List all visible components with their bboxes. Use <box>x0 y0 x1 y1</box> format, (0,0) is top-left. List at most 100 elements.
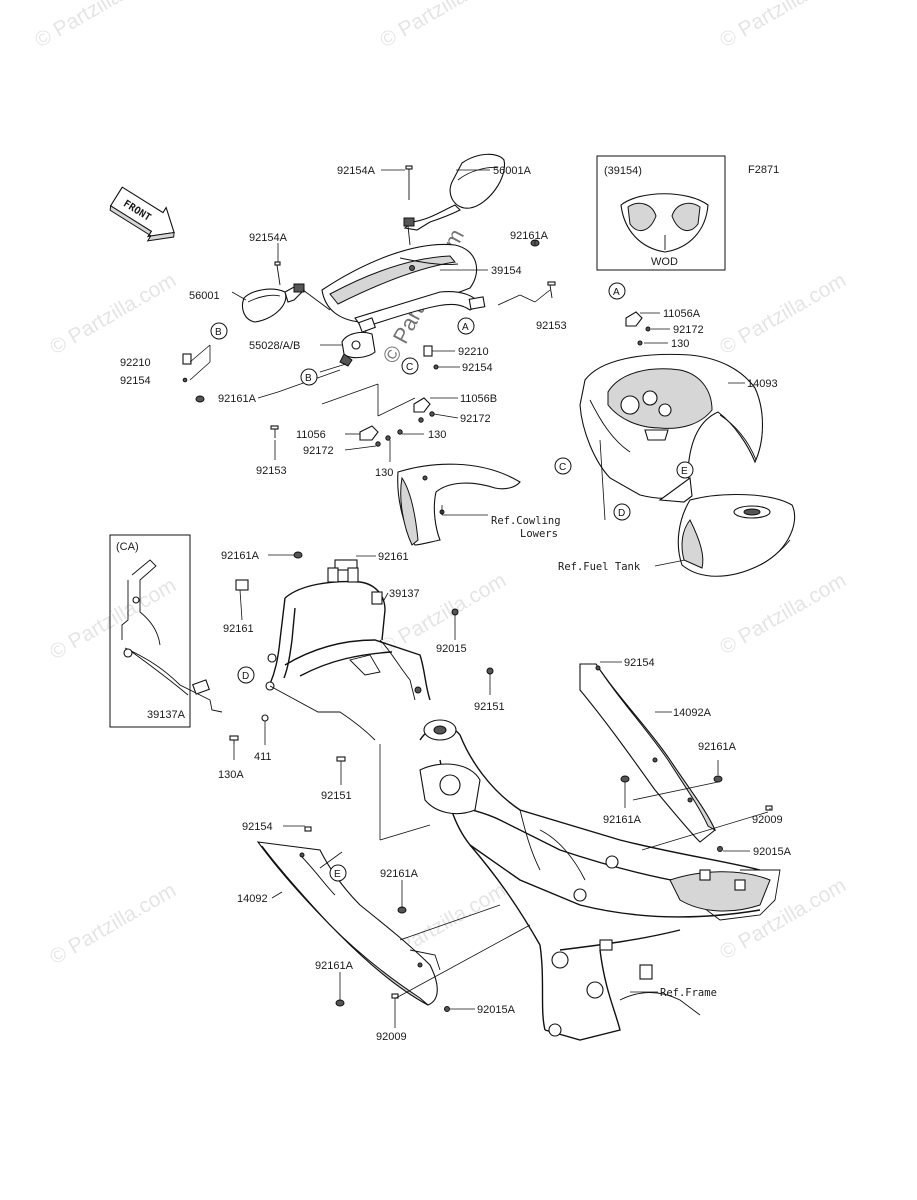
label-92015A-r: 92015A <box>753 846 792 858</box>
label-130-a: 130 <box>671 338 689 350</box>
side-cowl-14092A <box>579 663 717 843</box>
label-92154-left: 92154 <box>120 375 151 387</box>
callout-c-mid: C <box>401 357 419 375</box>
label-92210-mid: 92210 <box>458 346 489 358</box>
label-11056B: 11056B <box>460 393 497 405</box>
ca-box-part: 39137A <box>147 709 186 721</box>
svg-text:B: B <box>215 327 222 338</box>
label-130-c: 130 <box>375 467 393 479</box>
inner-cowl-14093 <box>579 353 763 521</box>
watermark: © Partzilla.com <box>376 0 510 52</box>
part-labels: 92154A 56001A 92154A 92161A 39154 56001 … <box>120 165 792 1043</box>
bracket-55028 <box>339 331 376 367</box>
cowling-lowers-ref <box>397 463 521 546</box>
upper-cowl-39154 <box>321 243 486 346</box>
svg-text:C: C <box>559 462 566 473</box>
label-92161A-r2: 92161A <box>603 814 642 826</box>
label-92154-b: 92154 <box>242 821 273 833</box>
label-14093: 14093 <box>747 378 778 390</box>
callout-a-cowl: A <box>457 317 475 335</box>
svg-text:E: E <box>334 869 341 880</box>
callout-b-top: B <box>210 322 228 340</box>
watermark: © Partzilla.com <box>716 269 850 360</box>
label-92161A-b2: 92161A <box>315 960 354 972</box>
watermark: © Partzilla.com <box>46 879 180 970</box>
label-92009-r: 92009 <box>752 814 783 826</box>
ca-box: (CA) 39137A <box>109 534 223 728</box>
ca-box-code: (CA) <box>116 541 139 553</box>
label-92172-b: 92172 <box>460 413 491 425</box>
ref-fuel-tank: Ref.Fuel Tank <box>558 561 641 573</box>
label-92161A-top: 92161A <box>510 230 549 242</box>
svg-text:B: B <box>305 373 312 384</box>
callout-e-right: E <box>676 461 694 479</box>
main-frame-ref <box>379 719 781 1041</box>
label-92154-mid: 92154 <box>462 362 493 374</box>
variant-note: WOD <box>651 256 678 268</box>
label-92161A-left: 92161A <box>218 393 257 405</box>
label-11056: 11056 <box>296 429 326 441</box>
label-14092A: 14092A <box>673 707 712 719</box>
label-92161: 92161 <box>378 551 409 563</box>
label-130-b: 130 <box>428 429 446 441</box>
subframe-39137 <box>235 559 431 741</box>
label-14092: 14092 <box>237 893 268 905</box>
watermark: © Partzilla.com <box>716 0 850 52</box>
variant-box-39154: (39154) WOD <box>596 155 726 271</box>
label-55028: 55028/A/B <box>249 340 300 352</box>
watermark: © Partzilla.com <box>31 0 165 52</box>
label-92161A-r1: 92161A <box>698 741 737 753</box>
label-92161A-b1: 92161A <box>380 868 419 880</box>
label-92015A-b: 92015A <box>477 1004 516 1016</box>
label-92210-left: 92210 <box>120 357 151 369</box>
callout-c-right: C <box>554 457 572 475</box>
svg-text:C: C <box>406 362 413 373</box>
label-92161-left: 92161 <box>223 623 254 635</box>
callout-d-frame: D <box>237 666 255 684</box>
label-39154: 39154 <box>491 265 522 277</box>
mirror-56001A <box>403 153 506 246</box>
svg-text:D: D <box>242 671 249 682</box>
label-92172-a: 92172 <box>673 324 704 336</box>
bracket-11056A <box>625 311 651 346</box>
callout-a-right: A <box>608 282 626 300</box>
mirror-56001 <box>241 283 331 323</box>
callout-circles: A A B B C C D D E E <box>210 282 694 882</box>
callout-d-right: D <box>613 503 631 521</box>
watermark: © Partzilla.com <box>46 574 180 665</box>
fastener-130-top <box>397 429 403 435</box>
label-130A: 130A <box>218 769 244 781</box>
ref-cowling-line2: Lowers <box>520 528 558 540</box>
label-92154-r: 92154 <box>624 657 655 669</box>
label-92151-right: 92151 <box>474 701 505 713</box>
label-92009-b: 92009 <box>376 1031 407 1043</box>
label-92161A-frame: 92161A <box>221 550 260 562</box>
side-cowl-14092 <box>256 841 441 1006</box>
label-411: 411 <box>254 751 272 763</box>
label-92153-left: 92153 <box>256 465 287 477</box>
label-92151-bottom: 92151 <box>321 790 352 802</box>
variant-code: (39154) <box>604 165 642 177</box>
label-56001: 56001 <box>189 290 220 302</box>
label-92172-c: 92172 <box>303 445 334 457</box>
svg-text:E: E <box>681 466 688 477</box>
label-92153-right: 92153 <box>536 320 567 332</box>
svg-text:D: D <box>618 508 625 519</box>
label-56001A: 56001A <box>493 165 532 177</box>
watermark: © Partzilla.com <box>716 569 850 660</box>
label-39137: 39137 <box>389 588 420 600</box>
ref-cowling-line1: Ref.Cowling <box>491 515 561 527</box>
ref-frame: Ref.Frame <box>660 987 717 999</box>
svg-text:A: A <box>613 287 620 298</box>
label-92154A-top: 92154A <box>337 165 376 177</box>
figure-code: F2871 <box>748 164 779 176</box>
front-arrow-icon: FRONT <box>109 186 175 242</box>
fasteners-upper <box>182 165 556 438</box>
label-11056A: 11056A <box>663 308 701 320</box>
fuel-tank-ref <box>677 493 796 577</box>
label-92015: 92015 <box>436 643 467 655</box>
svg-text:A: A <box>462 322 469 333</box>
callout-b-mid: B <box>300 368 318 386</box>
label-92154A-left: 92154A <box>249 232 288 244</box>
